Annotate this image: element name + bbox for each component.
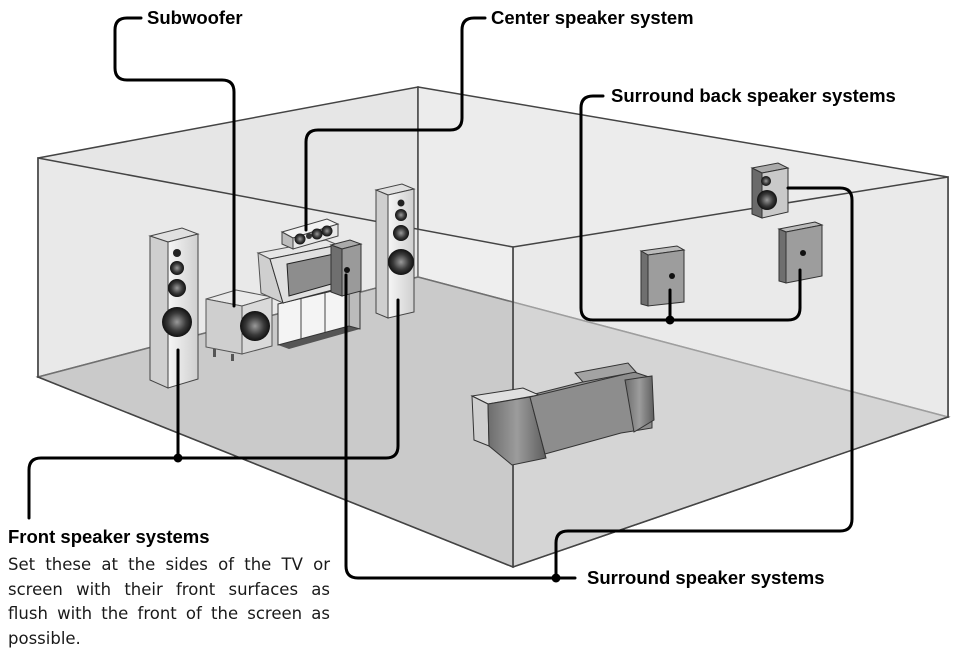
tv-and-stand bbox=[256, 239, 361, 349]
surround-back-speaker-upper bbox=[750, 162, 790, 219]
leader-lines bbox=[27, 16, 854, 583]
front-left-speaker bbox=[148, 227, 200, 389]
surround-back-speaker-lower bbox=[639, 245, 686, 307]
front-speaker-description: Set these at the sides of the TV or scre… bbox=[8, 555, 330, 648]
front-speaker-label: Front speaker systems bbox=[8, 526, 210, 547]
subwoofer-speaker bbox=[205, 289, 273, 361]
front-leader bbox=[27, 348, 180, 520]
surround-back-label: Surround back speaker systems bbox=[611, 85, 896, 106]
surround-speaker-label: Surround speaker systems bbox=[587, 567, 825, 588]
center-leader bbox=[304, 16, 487, 232]
surround-right-speaker bbox=[777, 221, 824, 284]
subwoofer-label: Subwoofer bbox=[147, 7, 243, 28]
center-speaker-label: Center speaker system bbox=[491, 7, 694, 28]
sofa bbox=[470, 362, 655, 466]
surround-back-leader bbox=[579, 94, 802, 322]
front-right-speaker bbox=[374, 183, 416, 319]
center-speaker bbox=[280, 218, 340, 250]
surround-leader bbox=[344, 273, 577, 580]
subwoofer-leader bbox=[113, 16, 236, 308]
